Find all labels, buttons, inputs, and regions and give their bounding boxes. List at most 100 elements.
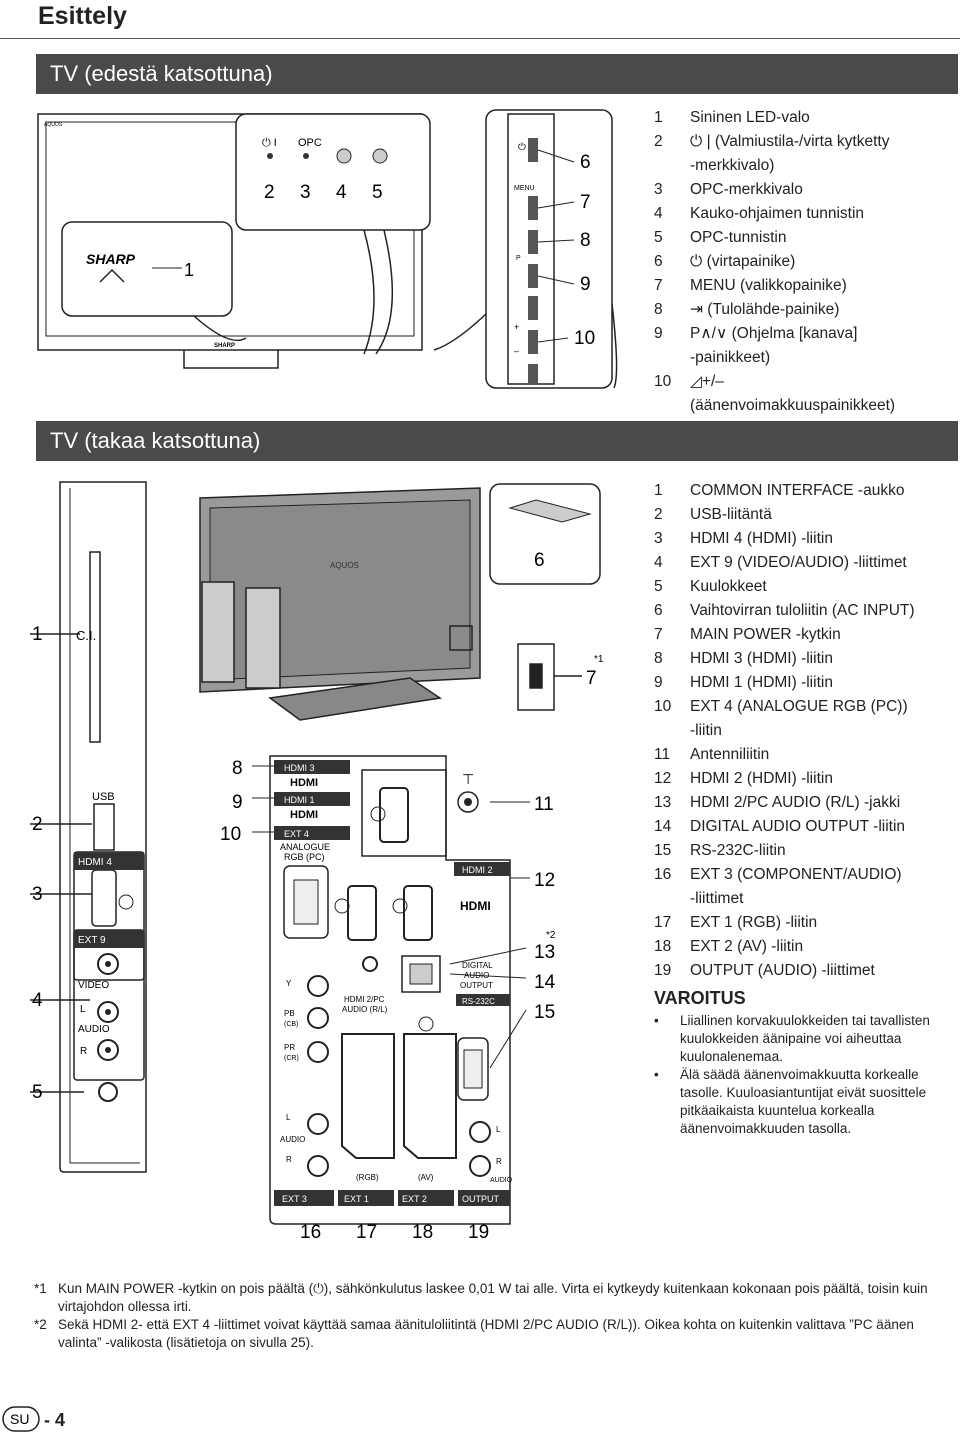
- item-text: USB-liitäntä: [690, 506, 772, 523]
- page-number: - 4: [44, 1410, 66, 1430]
- svg-text:8: 8: [232, 758, 243, 779]
- svg-text:8: 8: [580, 230, 591, 251]
- item-text: HDMI 2/PC AUDIO (R/L) -jakki: [690, 794, 901, 811]
- item-number: 11: [654, 746, 671, 763]
- svg-text:SU: SU: [10, 1411, 29, 1427]
- svg-text:15: 15: [534, 1002, 555, 1023]
- item-text: COMMON INTERFACE -aukko: [690, 482, 905, 499]
- back-legend-item: -liitin: [654, 719, 954, 743]
- item-text: Antenniliitin: [690, 746, 770, 763]
- svg-text:AUDIO: AUDIO: [490, 1177, 513, 1184]
- svg-text:(CR): (CR): [284, 1055, 299, 1062]
- svg-text:5: 5: [372, 182, 383, 203]
- item-number: 6: [654, 602, 663, 619]
- svg-text:1: 1: [32, 624, 43, 645]
- svg-text:SHARP: SHARP: [214, 343, 235, 349]
- svg-text:EXT 9: EXT 9: [78, 935, 106, 946]
- front-legend-item: -painikkeet): [654, 346, 954, 370]
- svg-text:4: 4: [32, 990, 43, 1011]
- warning-list: •Liiallinen korvakuulokkeiden tai tavall…: [654, 1012, 954, 1138]
- svg-text:HDMI 1: HDMI 1: [284, 795, 315, 805]
- warning-item: •Liiallinen korvakuulokkeiden tai tavall…: [654, 1013, 930, 1064]
- svg-text:10: 10: [220, 824, 241, 845]
- svg-text:P: P: [516, 255, 521, 262]
- item-text: Kauko-ohjaimen tunnistin: [690, 205, 865, 222]
- svg-text:14: 14: [534, 972, 556, 993]
- item-number: 15: [654, 842, 672, 859]
- item-text: HDMI 3 (HDMI) -liitin: [690, 650, 833, 667]
- svg-text:AUDIO (R/L): AUDIO (R/L): [342, 1005, 388, 1014]
- item-number: 9: [654, 325, 663, 342]
- back-legend-item: 1 COMMON INTERFACE -aukko: [654, 479, 954, 503]
- back-legend-item: 8 HDMI 3 (HDMI) -liitin: [654, 647, 954, 671]
- item-text: OUTPUT (AUDIO) -liittimet: [690, 962, 875, 979]
- warning-item: •Älä säädä äänenvoimakkuutta korkealle t…: [654, 1067, 927, 1136]
- svg-text:(AV): (AV): [418, 1173, 434, 1182]
- back-legend-item: 11 Antenniliitin: [654, 743, 954, 767]
- item-text: HDMI 2 (HDMI) -liitin: [690, 770, 833, 787]
- svg-text:RGB (PC): RGB (PC): [284, 852, 325, 862]
- svg-text:C.I.: C.I.: [76, 628, 96, 643]
- svg-text:18: 18: [412, 1222, 433, 1243]
- aquos-small-logo: AQUOS: [44, 122, 63, 128]
- back-side-panel-diagram: C.I. USB HDMI 4 EXT 9 VIDEO L AUDIO R 1 …: [30, 481, 147, 1173]
- item-number: 13: [654, 794, 672, 811]
- item-number: 1: [654, 482, 663, 499]
- item-text: ⏻ | (Valmiustila-/virta kytketty: [690, 133, 890, 150]
- svg-text:EXT 1: EXT 1: [344, 1194, 369, 1204]
- item-text: EXT 3 (COMPONENT/AUDIO): [690, 866, 902, 883]
- item-number: 6: [654, 253, 663, 270]
- front-legend-item: 6⏻ (virtapainike): [654, 250, 954, 274]
- item-number: 2: [654, 133, 663, 150]
- item-number: 8: [654, 650, 663, 667]
- svg-text:R: R: [80, 1046, 87, 1057]
- svg-text:AUDIO: AUDIO: [78, 1024, 110, 1035]
- back-connector-diagram: AQUOS 6 *1 7 HDMI 3 HDMI HDMI 1 HDMI EXT…: [199, 483, 604, 1243]
- item-text: (äänenvoimakkuuspainikkeet): [690, 397, 896, 414]
- svg-text:(CB): (CB): [284, 1021, 298, 1028]
- item-number: 8: [654, 301, 663, 318]
- item-text: HDMI 4 (HDMI) -liitin: [690, 530, 833, 547]
- svg-text:R: R: [496, 1157, 502, 1166]
- svg-text:OUTPUT: OUTPUT: [460, 981, 493, 990]
- item-text: EXT 2 (AV) -liitin: [690, 938, 804, 955]
- front-tv-diagram: AQUOS SHARP 1 SHARP ⏻ I OPC 2 3 4 5 ⏻ ME…: [37, 109, 618, 389]
- item-text: Sininen LED-valo: [690, 109, 810, 126]
- svg-text:⏻ I: ⏻ I: [262, 137, 277, 149]
- svg-text:⏻: ⏻: [518, 142, 526, 153]
- svg-text:EXT 2: EXT 2: [402, 1194, 427, 1204]
- svg-text:OPC: OPC: [298, 137, 322, 149]
- item-number: [654, 887, 690, 911]
- svg-text:12: 12: [534, 870, 555, 891]
- button-callout-box: [485, 109, 613, 389]
- svg-text:R: R: [286, 1155, 292, 1164]
- svg-text:L: L: [496, 1125, 501, 1134]
- item-number: [654, 719, 690, 743]
- back-legend-item: 13 HDMI 2/PC AUDIO (R/L) -jakki: [654, 791, 954, 815]
- item-text: OPC-tunnistin: [690, 229, 787, 246]
- svg-text:9: 9: [232, 792, 243, 813]
- svg-text:2: 2: [264, 182, 275, 203]
- svg-text:11: 11: [534, 794, 554, 815]
- item-text: -painikkeet): [690, 349, 771, 366]
- svg-text:ANALOGUE: ANALOGUE: [280, 842, 330, 852]
- svg-text:HDMI 4: HDMI 4: [78, 857, 112, 868]
- item-text: EXT 4 (ANALOGUE RGB (PC)): [690, 698, 908, 715]
- item-text: ◿+/–: [690, 373, 724, 390]
- item-text: EXT 1 (RGB) -liitin: [690, 914, 818, 931]
- language-badge: SU: [2, 1406, 40, 1432]
- back-legend-item: -liittimet: [654, 887, 954, 911]
